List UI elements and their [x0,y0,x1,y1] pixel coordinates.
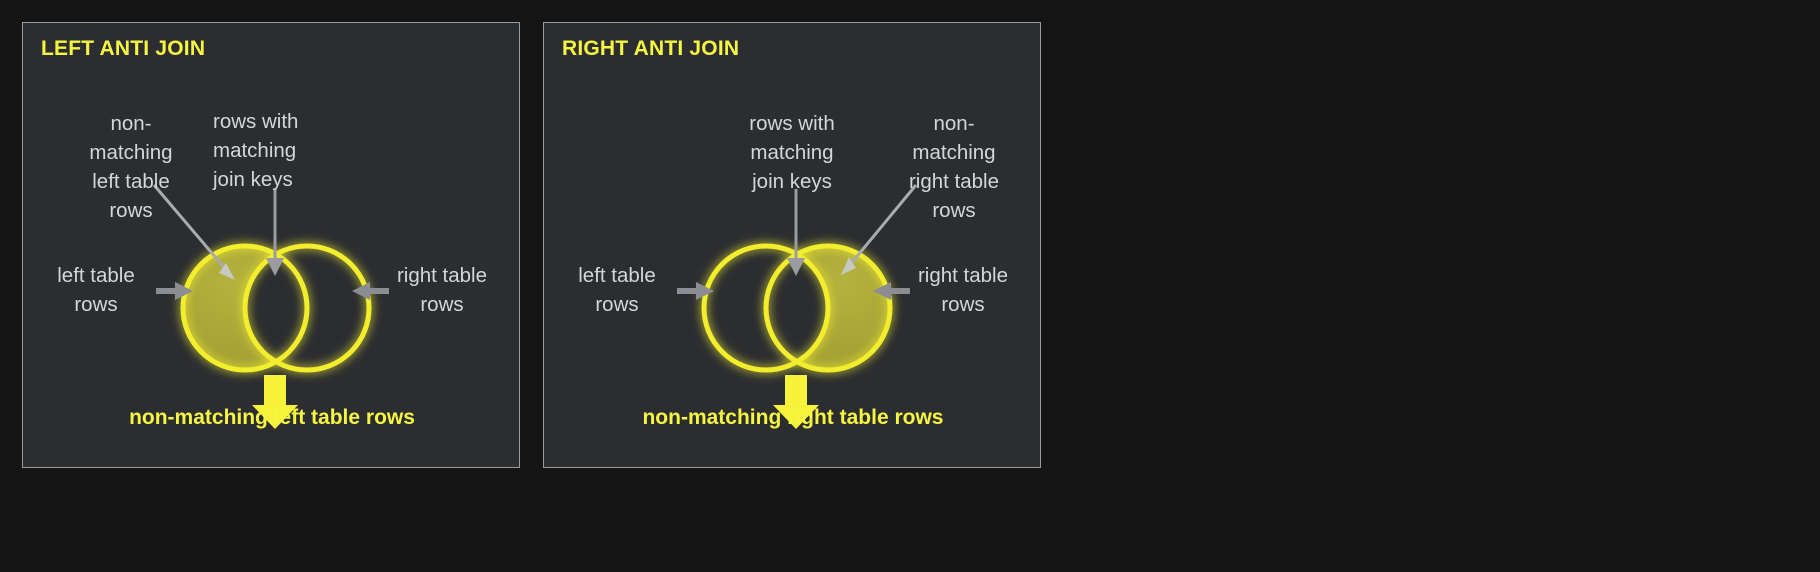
left-circle [180,243,310,373]
right-circle [242,243,372,373]
annotation-left-table-rows: left table rows [57,264,135,317]
caption-left-anti-join: non-matching left table rows [129,406,415,429]
down-block-arrow-icon [773,375,819,429]
caption-right-anti-join: non-matching right table rows [642,406,944,429]
venn-diagram-right: rows with matching join keys non- matchi… [544,23,1040,467]
connector-matching-keys [787,189,805,276]
venn-svg-left [152,184,389,429]
down-block-arrow-icon [252,375,298,429]
venn-circles [180,243,372,373]
panel-title-left-anti-join: LEFT ANTI JOIN [41,37,206,60]
annotation-rows-with-matching-join-keys: rows with matching join keys [213,110,299,192]
right-circle [763,243,893,373]
venn-diagram-left: non- matching left table rows rows with … [23,23,519,467]
connector-right-table-rows [352,282,389,300]
connector-nonmatching-right [841,184,918,275]
connector-left-table-rows [677,282,714,300]
annotation-non-matching-right-table-rows: non- matching right table rows [908,112,1000,223]
venn-circles [701,243,893,373]
panel-left-anti-join: LEFT ANTI JOIN [22,22,520,468]
annotation-left-table-rows: left table rows [578,264,656,317]
annotation-rows-with-matching-join-keys: rows with matching join keys [749,112,835,194]
annotation-right-table-rows: right table rows [917,264,1009,317]
venn-svg-right [677,184,918,429]
annotation-non-matching-left-table-rows: non- matching left table rows [89,112,173,223]
connector-matching-keys [266,189,284,276]
left-circle [701,243,831,373]
panel-right-anti-join: RIGHT ANTI JOIN [543,22,1041,468]
connector-nonmatching-left [152,184,235,280]
connector-left-table-rows [156,282,193,300]
connector-right-table-rows [873,282,910,300]
panel-title-right-anti-join: RIGHT ANTI JOIN [562,37,740,60]
annotation-right-table-rows: right table rows [396,264,488,317]
